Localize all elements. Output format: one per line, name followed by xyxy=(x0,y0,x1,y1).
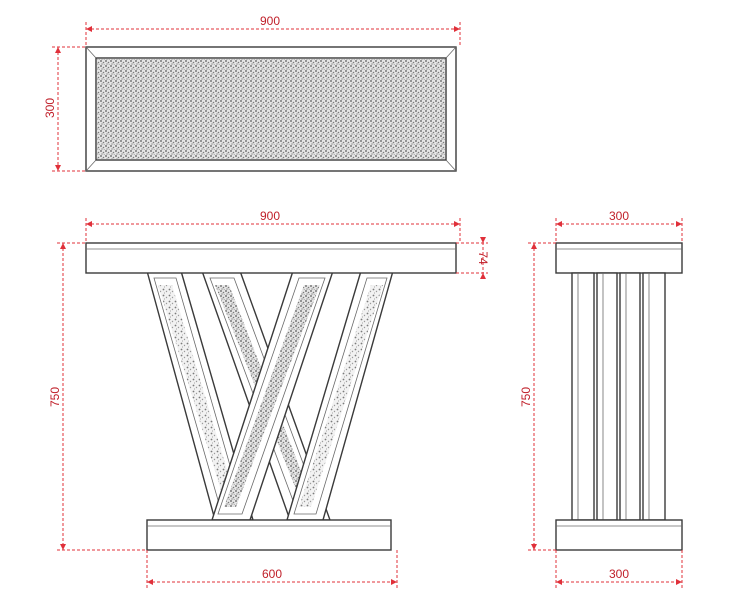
top-depth-dimension: 300 xyxy=(43,46,86,172)
top-view: 900 300 xyxy=(43,14,461,172)
top-thickness-label: 74 xyxy=(476,251,490,265)
base-width-dimension: 600 xyxy=(146,550,398,588)
side-base xyxy=(555,519,683,551)
side-view: 300 750 300 xyxy=(519,209,683,588)
side-legs xyxy=(571,272,666,521)
base-width-label: 600 xyxy=(262,567,282,581)
front-height-dimension: 750 xyxy=(48,242,147,551)
top-view-glass-panel xyxy=(97,59,445,159)
top-width-label: 900 xyxy=(260,14,280,28)
front-view: 900 74 750 600 xyxy=(48,209,490,588)
top-thickness-dimension: 74 xyxy=(456,237,490,279)
side-base-depth-dimension: 300 xyxy=(555,550,683,588)
front-base xyxy=(146,519,392,551)
front-width-dimension: 900 xyxy=(85,209,461,243)
front-width-label: 900 xyxy=(260,209,280,223)
side-top-depth-label: 300 xyxy=(609,209,629,223)
side-table-top xyxy=(555,242,683,274)
side-base-depth-label: 300 xyxy=(609,567,629,581)
top-view-inner-frame xyxy=(95,57,447,161)
front-table-top xyxy=(85,242,457,274)
front-legs xyxy=(146,270,394,521)
top-width-dimension: 900 xyxy=(85,14,461,47)
side-top-depth-dimension: 300 xyxy=(555,209,683,243)
side-height-label: 750 xyxy=(519,387,533,407)
front-height-label: 750 xyxy=(48,387,62,407)
side-height-dimension: 750 xyxy=(519,242,556,551)
top-depth-label: 300 xyxy=(43,98,57,118)
